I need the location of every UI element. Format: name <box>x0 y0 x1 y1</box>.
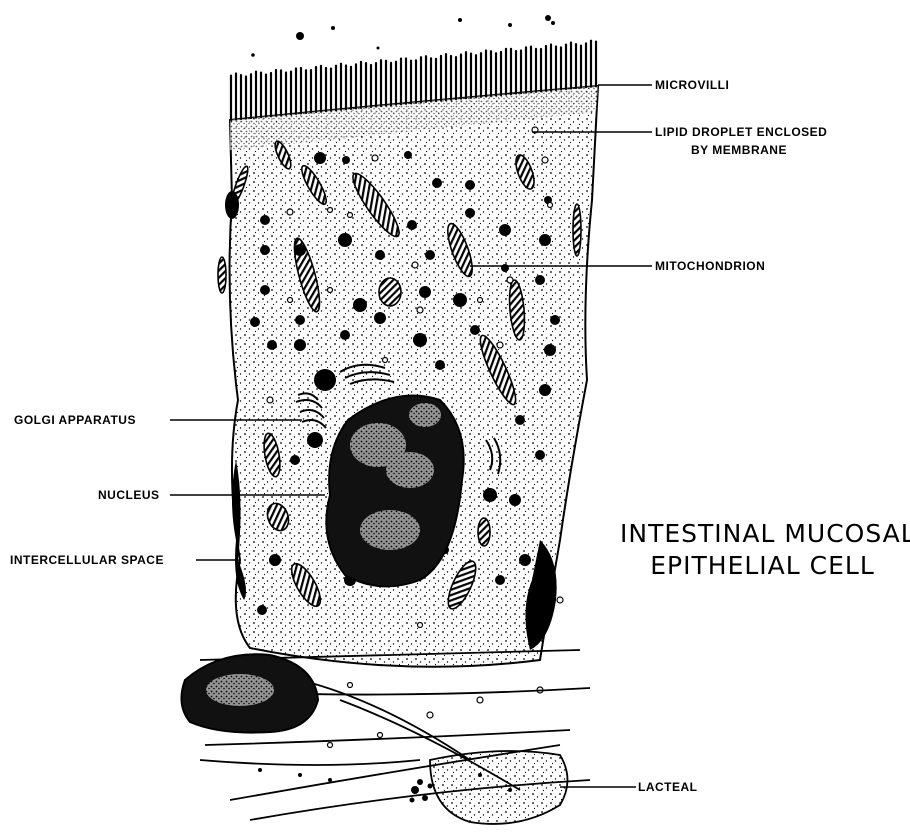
granule <box>260 245 270 255</box>
granule <box>499 224 511 236</box>
granule <box>539 384 551 396</box>
label-mitochondrion: MITOCHONDRION <box>655 259 765 273</box>
label-nucleus: NUCLEUS <box>98 488 160 502</box>
vesicle <box>477 697 483 703</box>
vesicle <box>383 358 388 363</box>
granule <box>404 151 412 159</box>
granule <box>470 325 480 335</box>
vesicle <box>427 712 433 718</box>
granule <box>495 575 505 585</box>
vesicle <box>542 157 548 163</box>
label-golgi-apparatus: GOLGI APPARATUS <box>14 413 136 427</box>
vesicle <box>348 683 353 688</box>
vesicle <box>548 203 553 208</box>
granule <box>465 180 475 190</box>
granule <box>501 264 509 272</box>
vesicle <box>372 155 378 161</box>
granule <box>515 415 525 425</box>
vesicle <box>267 397 273 403</box>
granule <box>374 312 386 324</box>
granule <box>432 178 442 188</box>
vesicle <box>417 307 423 313</box>
vesicle <box>478 298 483 303</box>
granule <box>294 244 306 256</box>
title-line2: EPITHELIAL CELL <box>620 550 905 581</box>
vesicle <box>328 743 333 748</box>
granule <box>290 455 300 465</box>
vesicle <box>412 262 418 268</box>
granule <box>535 450 545 460</box>
granule <box>519 554 531 566</box>
vesicle <box>288 298 293 303</box>
label-microvilli: MICROVILLI <box>655 78 729 92</box>
granule <box>419 286 431 298</box>
vesicle <box>378 733 383 738</box>
granule <box>338 233 352 247</box>
label-lipid-droplet-line1: LIPID DROPLET ENCLOSED <box>655 125 827 139</box>
vesicle <box>287 209 293 215</box>
label-lacteal: LACTEAL <box>638 780 698 794</box>
granule <box>314 369 336 391</box>
granule <box>314 152 326 164</box>
granule <box>260 215 270 225</box>
granule <box>425 250 435 260</box>
granule <box>509 494 521 506</box>
granule <box>340 330 350 340</box>
granule <box>267 340 277 350</box>
granule <box>465 208 475 218</box>
granule <box>260 285 270 295</box>
vesicle <box>418 623 423 628</box>
vesicle <box>557 597 563 603</box>
granule <box>413 333 427 347</box>
granule <box>539 234 551 246</box>
granule <box>294 339 306 351</box>
vesicle <box>328 208 333 213</box>
granule <box>250 317 260 327</box>
granule <box>353 298 367 312</box>
lacteal-vessel <box>430 751 568 824</box>
title-line1: INTESTINAL MUCOSAL <box>620 518 905 549</box>
granule <box>544 344 556 356</box>
granule <box>483 488 497 502</box>
extracellular-dots <box>251 15 555 57</box>
vesicle <box>328 288 333 293</box>
vesicle <box>348 213 353 218</box>
granule <box>269 554 281 566</box>
granule <box>307 432 323 448</box>
fibroblast-chromatin <box>206 674 274 706</box>
granule <box>295 315 305 325</box>
granule <box>375 250 385 260</box>
granule <box>407 220 417 230</box>
vesicle <box>497 342 503 348</box>
granule <box>453 293 467 307</box>
granule <box>435 360 445 370</box>
granule <box>257 605 267 615</box>
label-intercellular-space: INTERCELLULAR SPACE <box>10 553 164 567</box>
granule <box>535 275 545 285</box>
granule <box>550 315 560 325</box>
label-lipid-droplet-line2: BY MEMBRANE <box>691 143 787 157</box>
vesicle <box>507 277 513 283</box>
granule <box>342 156 350 164</box>
